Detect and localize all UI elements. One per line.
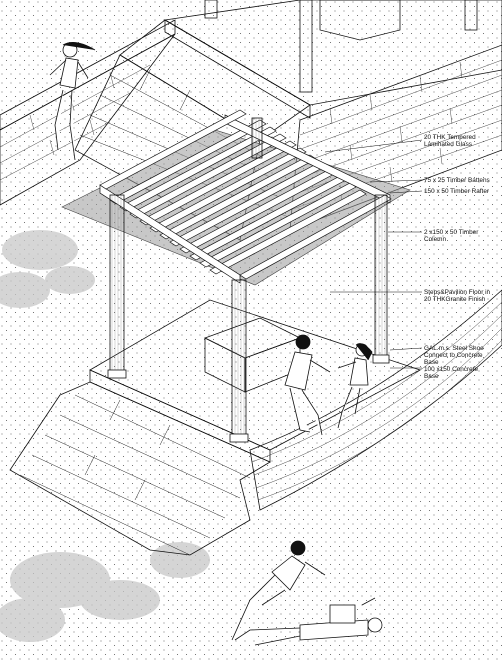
left-brick-wall bbox=[0, 19, 176, 206]
annotation-base-line1: 100 x150 Concrete bbox=[424, 366, 478, 373]
annotation-shoe-line3: Base bbox=[424, 359, 439, 366]
tree-shadow bbox=[0, 230, 210, 642]
timber-rafters bbox=[99, 109, 392, 284]
steel-shoes bbox=[107, 354, 390, 443]
annotation-base: 100 x150 Concrete Base bbox=[390, 366, 478, 380]
annotation-base-line2: Base bbox=[424, 373, 439, 380]
annotation-column: 2 x150 x 50 Timber Colemn bbox=[388, 229, 479, 243]
lower-steps bbox=[9, 381, 271, 556]
annotation-column-line1: 2 x150 x 50 Timber bbox=[424, 229, 479, 236]
lying-man bbox=[234, 597, 383, 646]
annotation-glass: 20 THK Tempered Laminated Glass bbox=[324, 134, 476, 153]
timber-battens bbox=[109, 119, 367, 275]
annotation-floor: Steps&Pavilion Floor in 20 THKGranite Fi… bbox=[330, 289, 491, 303]
annotation-shoe-line1: GAL.m.s. Steel Shoe bbox=[424, 345, 484, 352]
annotation-floor-line2: 20 THKGranite Finish bbox=[424, 296, 486, 303]
annotation-rafter-line1: 150 x 50 Timber Rafter bbox=[424, 188, 490, 195]
annotation-battens: 75 x 25 Timber Battens bbox=[369, 177, 490, 184]
annotation-floor-line1: Steps&Pavilion Floor in bbox=[424, 289, 491, 296]
runner-woman bbox=[49, 42, 96, 161]
annotation-group: 20 THK Tempered Laminated Glass 75 x 25 … bbox=[324, 134, 491, 380]
annotation-glass-line2: Laminated Glass bbox=[424, 141, 472, 148]
reclining-man bbox=[231, 540, 326, 641]
annotation-column-line2: Colemn bbox=[424, 236, 446, 243]
annotation-shoe: GAL.m.s. Steel Shoe Connect to Concrete … bbox=[389, 345, 484, 366]
timber-columns bbox=[109, 117, 388, 441]
seated-man bbox=[284, 334, 331, 436]
curved-brick-wall bbox=[249, 289, 502, 511]
annotation-shoe-line2: Connect to Concrete bbox=[424, 352, 483, 359]
seated-woman bbox=[337, 343, 373, 429]
annotation-battens-line1: 75 x 25 Timber Battens bbox=[424, 177, 490, 184]
annotation-rafter: 150 x 50 Timber Rafter bbox=[389, 188, 490, 195]
annotation-glass-line1: 20 THK Tempered bbox=[424, 134, 476, 141]
